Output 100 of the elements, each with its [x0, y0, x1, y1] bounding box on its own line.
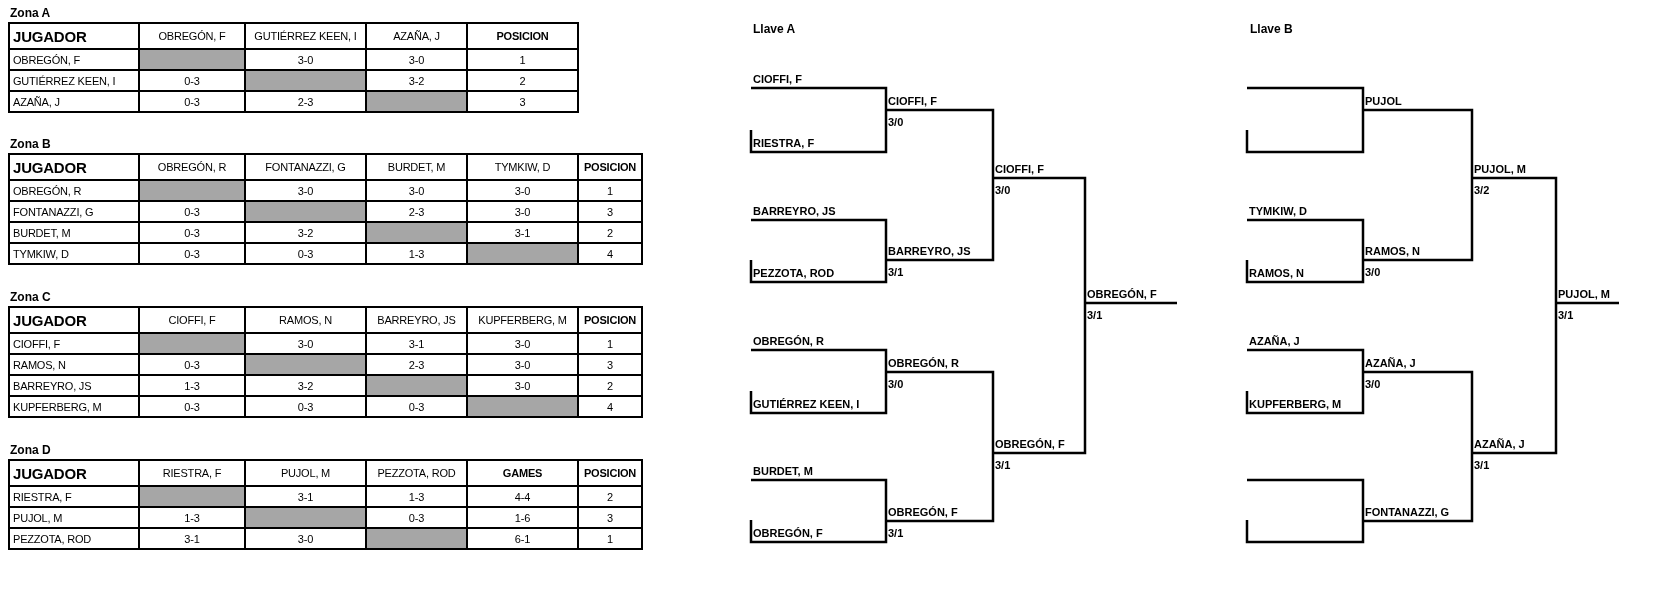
player-name: OBREGÓN, R	[888, 356, 959, 370]
column-header: PEZZOTA, ROD	[366, 460, 467, 486]
player-name: OBREGÓN, R	[9, 180, 139, 201]
column-header: PUJOL, M	[245, 460, 366, 486]
position-value: 3	[467, 91, 578, 112]
position-value: 3	[578, 354, 642, 375]
match-score: 3/0	[1365, 265, 1381, 279]
table-title: Zona A	[10, 6, 51, 21]
table-title: Zona D	[10, 443, 51, 458]
player-name: PEZZOTA, ROD	[753, 266, 835, 280]
player-name: OBREGÓN, F	[753, 526, 823, 540]
player-name: KUPFERBERG, M	[9, 396, 139, 417]
player-name: FONTANAZZI, G	[1365, 505, 1450, 519]
score: 3-0	[467, 375, 578, 396]
position-value: 2	[578, 375, 642, 396]
score: 3-0	[467, 333, 578, 354]
score: 2-3	[366, 354, 467, 375]
player-name: BARREYRO, JS	[753, 204, 836, 218]
position-value: 4	[578, 396, 642, 417]
player-name: AZAÑA, J	[1249, 334, 1300, 348]
player-name: CIOFFI, F	[888, 94, 937, 108]
score: 1-3	[139, 507, 245, 528]
score: 3-1	[245, 486, 366, 507]
bracket-title: Llave B	[1250, 22, 1293, 37]
column-header: POSICION	[467, 23, 578, 49]
player-name: BARREYRO, JS	[888, 244, 971, 258]
table-title: Zona C	[10, 290, 51, 305]
player-name: PUJOL	[1365, 94, 1402, 108]
score: 3-0	[467, 180, 578, 201]
score: 3-2	[245, 375, 366, 396]
score: 0-3	[139, 243, 245, 264]
score: 3-1	[467, 222, 578, 243]
player-name: OBREGÓN, F	[9, 49, 139, 70]
player-name: AZAÑA, J	[9, 91, 139, 112]
match-score: 3/0	[888, 115, 904, 129]
score: 0-3	[245, 396, 366, 417]
bracket-title: Llave A	[753, 22, 796, 37]
player-name: RIESTRA, F	[9, 486, 139, 507]
column-header: BARREYRO, JS	[366, 307, 467, 333]
match-score: 3/0	[888, 377, 904, 391]
player-name: CIOFFI, F	[995, 162, 1044, 176]
player-name: PEZZOTA, ROD	[9, 528, 139, 549]
column-header: JUGADOR	[9, 154, 139, 180]
player-name: BARREYRO, JS	[9, 375, 139, 396]
match-score: 3/0	[1365, 377, 1381, 391]
player-name: GUTIÉRREZ KEEN, I	[9, 70, 139, 91]
column-header: RAMOS, N	[245, 307, 366, 333]
score: 3-2	[245, 222, 366, 243]
position-value: 1	[578, 528, 642, 549]
score: 3-0	[245, 49, 366, 70]
score: 3-0	[467, 201, 578, 222]
player-name: CIOFFI, F	[753, 72, 802, 86]
position-value: 3	[578, 201, 642, 222]
score: 3-0	[245, 333, 366, 354]
player-name: RAMOS, N	[1249, 266, 1304, 280]
player-name: OBREGÓN, F	[1087, 287, 1157, 301]
column-header: GAMES	[467, 460, 578, 486]
score: 0-3	[139, 201, 245, 222]
score: 3-0	[366, 49, 467, 70]
score: 3-0	[467, 354, 578, 375]
position-value: 1	[578, 333, 642, 354]
score: 3-2	[366, 70, 467, 91]
player-name: PUJOL, M	[1474, 162, 1526, 176]
column-header: JUGADOR	[9, 460, 139, 486]
match-score: 3/1	[888, 265, 904, 279]
match-score: 3/0	[995, 183, 1011, 197]
match-score: 3/1	[1087, 308, 1103, 322]
column-header: JUGADOR	[9, 307, 139, 333]
player-name: OBREGÓN, R	[753, 334, 824, 348]
column-header: TYMKIW, D	[467, 154, 578, 180]
player-name: KUPFERBERG, M	[1249, 397, 1342, 411]
player-name: TYMKIW, D	[9, 243, 139, 264]
column-header: POSICION	[578, 460, 642, 486]
player-name: OBREGÓN, F	[888, 505, 958, 519]
score: 1-3	[139, 375, 245, 396]
player-name: BURDET, M	[9, 222, 139, 243]
column-header: GUTIÉRREZ KEEN, I	[245, 23, 366, 49]
position-value: 4	[578, 243, 642, 264]
score: 0-3	[139, 91, 245, 112]
player-name: AZAÑA, J	[1365, 356, 1416, 370]
position-value: 1	[578, 180, 642, 201]
match-score: 3/1	[1474, 458, 1490, 472]
player-name: TYMKIW, D	[1249, 204, 1308, 218]
player-name: CIOFFI, F	[9, 333, 139, 354]
player-name: FONTANAZZI, G	[9, 201, 139, 222]
score: 3-0	[245, 180, 366, 201]
score: 0-3	[245, 243, 366, 264]
position-value: 1	[467, 49, 578, 70]
score: 3-1	[366, 333, 467, 354]
player-name: OBREGÓN, F	[995, 437, 1065, 451]
score: 3-1	[139, 528, 245, 549]
score: 0-3	[366, 507, 467, 528]
match-score: 3/1	[1558, 308, 1574, 322]
column-header: BURDET, M	[366, 154, 467, 180]
column-header: AZAÑA, J	[366, 23, 467, 49]
position-value: 2	[578, 222, 642, 243]
table-title: Zona B	[10, 137, 51, 152]
position-value: 3	[578, 507, 642, 528]
match-score: 3/1	[888, 526, 904, 540]
match-score: 3/1	[995, 458, 1011, 472]
